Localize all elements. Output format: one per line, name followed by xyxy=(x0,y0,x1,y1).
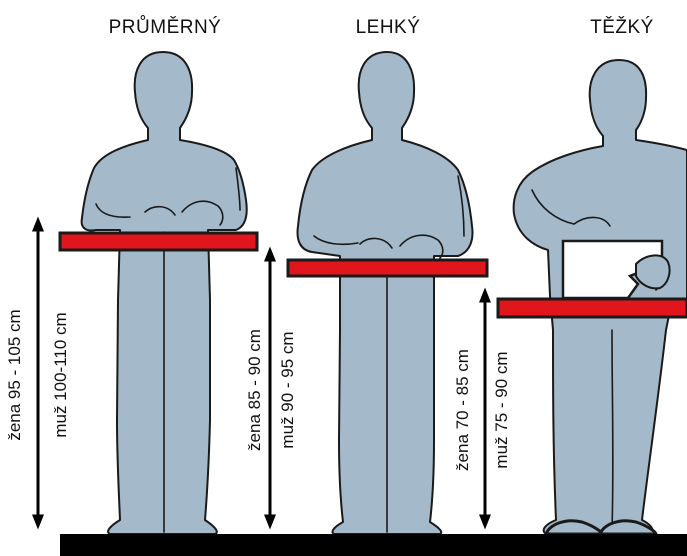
label-women-heavy: žena 70 - 85 cm xyxy=(453,349,472,471)
label-men-heavy: muž 75 - 90 cm xyxy=(492,351,511,468)
label-women-average: žena 95 - 105 cm xyxy=(5,309,24,440)
worktop-average xyxy=(60,233,257,250)
label-men-light: muž 90 - 95 cm xyxy=(278,331,297,448)
worktop-heavy xyxy=(498,299,687,317)
title-average: PRŮMĚRNÝ xyxy=(109,16,222,38)
title-heavy: TĚŽKÝ xyxy=(590,16,654,38)
title-light: LEHKÝ xyxy=(356,17,421,38)
label-men-average: muž 100-110 cm xyxy=(51,312,70,437)
person-average-work xyxy=(60,52,257,534)
floor-bar xyxy=(60,534,687,556)
label-women-light: žena 85 - 90 cm xyxy=(245,329,264,451)
worktop-light xyxy=(288,260,487,276)
person-heavy-work xyxy=(498,60,687,534)
